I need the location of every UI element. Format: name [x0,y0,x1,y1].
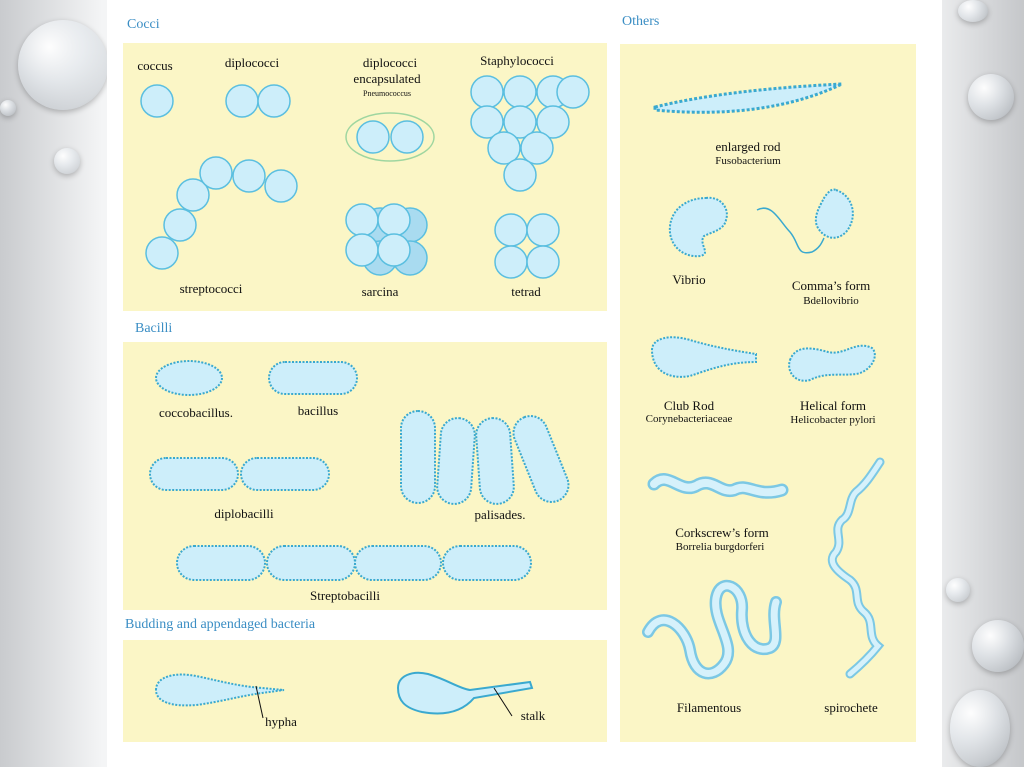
label-comma-form: Comma’s form [791,278,871,293]
decor-bubble [968,74,1014,120]
label-stalk: stalk [520,708,546,723]
shape-capsule [345,112,435,162]
shape-coccus [140,84,174,118]
shape-comma-form [814,188,854,239]
label-sarcina: sarcina [361,284,399,299]
decor-bubble [0,100,16,116]
label-staphylococci: Staphylococci [480,53,554,68]
comma-flagellum [756,207,825,254]
shape-diplococci [225,84,259,118]
shape-palisades [400,410,570,505]
label-borrelia: Borrelia burgdorferi [675,541,765,553]
hypha-pointer [255,685,264,719]
section-title-bacilli: Bacilli [135,321,173,336]
shape-streptococci [145,156,298,270]
shape-filamentous [642,580,782,680]
shape-coccobacillus [155,360,223,396]
label-bacillus: bacillus [297,403,339,418]
label-diplobacilli: diplobacilli [214,506,274,521]
label-diplococci: diplococci [224,55,280,70]
label-tetrad: tetrad [511,284,541,299]
label-streptobacilli: Streptobacilli [309,588,381,603]
shape-streptobacilli [176,545,532,581]
shape-hyphal-bacterium [154,673,285,707]
label-coccobacillus: coccobacillus. [159,405,233,420]
label-fusobacterium: Fusobacterium [715,155,781,167]
decor-bubble [950,690,1010,767]
shape-bacillus [268,361,358,395]
label-spirochete: spirochete [824,700,878,715]
shape-diplobacilli [149,457,330,491]
label-club-rod: Club Rod [663,398,715,413]
shape-helical-form [788,344,876,382]
label-enlarged-rod: enlarged rod [715,139,781,154]
label-palisades: palisades. [474,507,526,522]
shape-tetrad [494,213,560,279]
label-filamentous: Filamentous [676,700,742,715]
shape-sarcina [345,203,428,276]
shape-club-rod [650,336,757,378]
shape-fusobacterium [653,82,843,114]
section-title-budding: Budding and appendaged bacteria [125,617,316,632]
label-helicobacter: Helicobacter pylori [790,414,876,426]
decor-bubble [946,578,970,602]
label-coccus: coccus [137,58,173,73]
label-vibrio: Vibrio [672,272,706,287]
section-title-cocci: Cocci [127,17,160,32]
label-diplococci-encapsulated: diplococci [362,55,418,70]
label-helical-form: Helical form [799,398,867,413]
stalk-pointer [493,687,513,717]
label-hypha: hypha [265,714,297,729]
label-bdellovibrio: Bdellovibrio [803,295,859,307]
label-pneumococcus: Pneumococcus [363,89,411,98]
decor-bubble [18,20,108,110]
shape-vibrio [668,196,728,258]
section-title-others: Others [622,14,660,29]
label-corkscrew: Corkscrew’s form [675,525,769,540]
shape-staphylococci [470,75,590,192]
decor-bubble [972,620,1024,672]
label-streptococci: streptococci [179,281,243,296]
shape-stalked-bacterium [396,671,534,715]
label-encapsulated: encapsulated [353,71,421,86]
label-corynebacteriaceae: Corynebacteriaceae [645,413,733,425]
decor-bubble [54,148,80,174]
decor-bubble [958,0,988,22]
